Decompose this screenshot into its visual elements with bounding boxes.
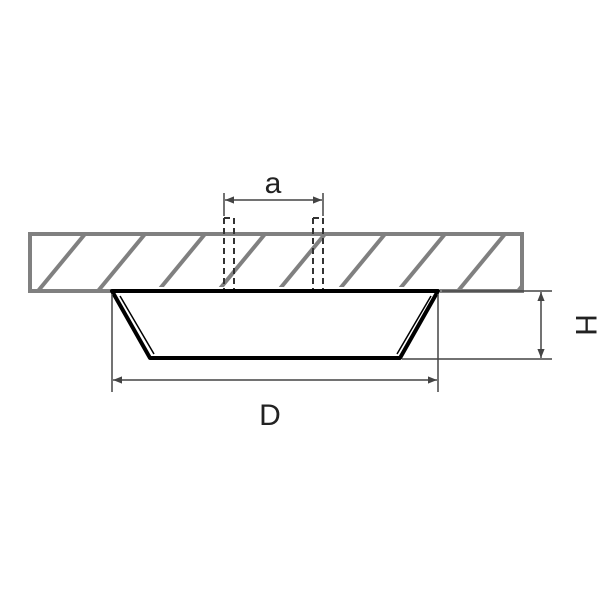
hatch-line [276,234,327,291]
hatch-line [156,234,207,291]
dimension-h-label: H [569,314,600,336]
ceiling-hatching [36,234,522,291]
hatch-line [336,234,387,291]
hatch-line [516,283,522,291]
hatch-line [456,234,507,291]
dimension-a [223,193,324,216]
ceiling-slab [28,232,524,293]
lamp-inner-wall-right [396,295,432,355]
lamp-body [110,289,440,360]
dimension-h [402,290,552,360]
dimension-d [111,294,439,392]
hatch-line [396,234,447,291]
hatch-line [36,234,87,291]
hatch-line [216,234,267,291]
screw-left [223,217,235,292]
dimension-a-label: a [265,167,282,200]
hatch-line [96,234,147,291]
lamp-inner-wall-left [119,295,155,355]
screw-right [312,217,324,292]
dimension-d-label: D [259,399,281,432]
